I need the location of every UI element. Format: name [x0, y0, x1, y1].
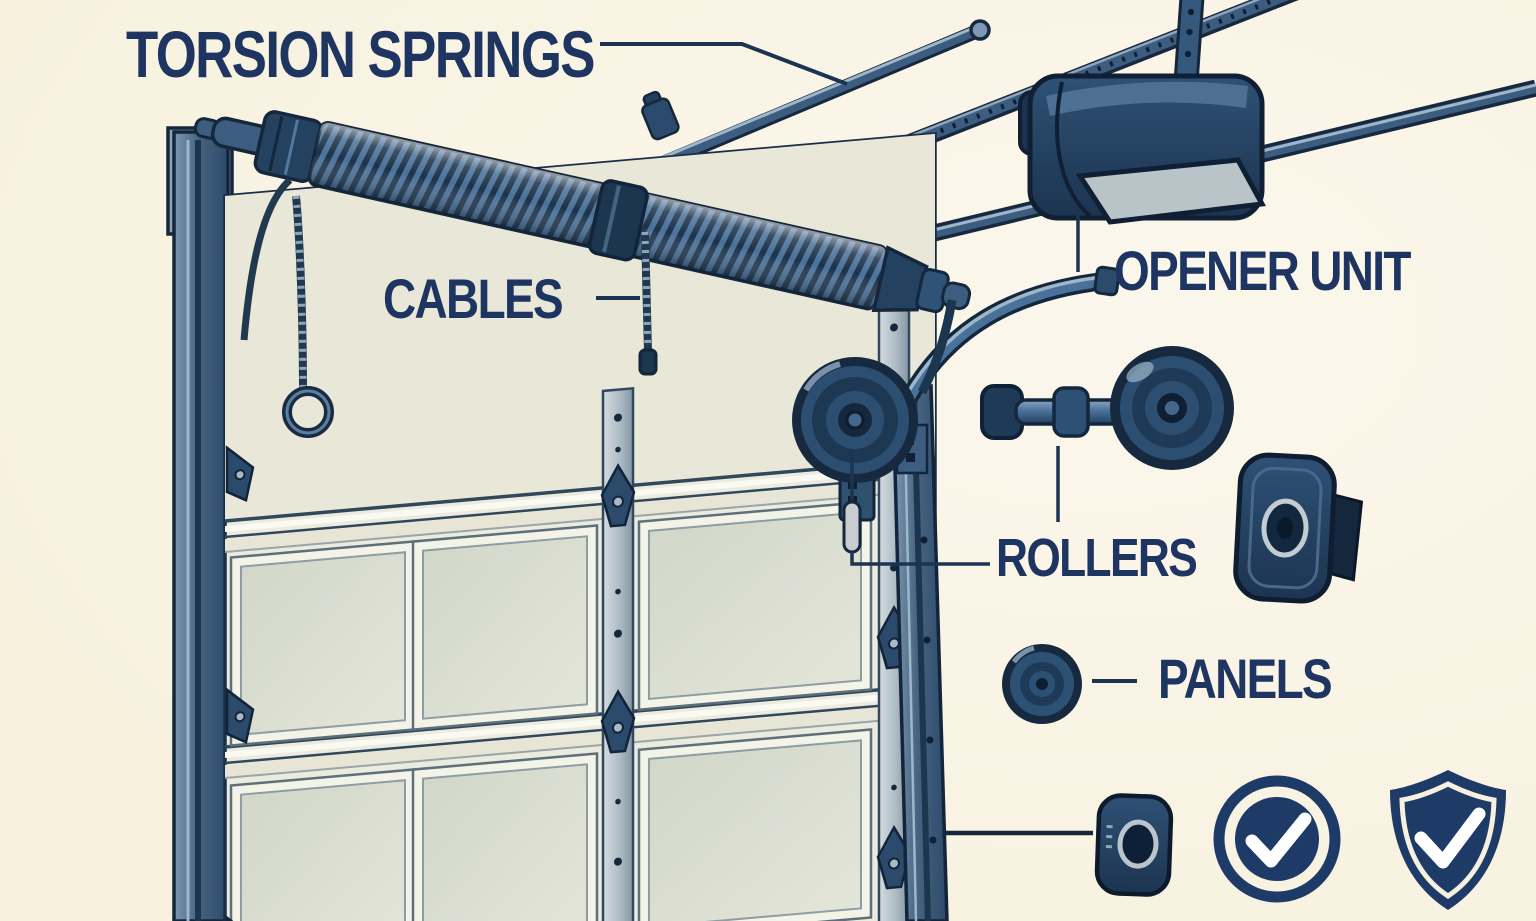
roller-wheel-face [1002, 644, 1137, 724]
rail-collar [641, 90, 680, 141]
rollers-leader-line [842, 450, 990, 566]
label-rollers: ROLLERS [996, 528, 1198, 588]
label-cables: CABLES [383, 267, 564, 330]
lift-cable-right [638, 231, 658, 376]
shield-check-icon [1390, 770, 1506, 910]
lift-cable-left [240, 177, 334, 438]
right-track [891, 265, 1121, 921]
winding-cone-right [871, 245, 929, 313]
opener-unit [1018, 73, 1266, 272]
bracket-device [1233, 452, 1364, 604]
center-cone [587, 179, 649, 262]
torsion-spring [193, 110, 972, 314]
label-opener-unit: OPENER UNIT [1114, 239, 1411, 302]
hinge [600, 689, 636, 754]
door-roller [792, 357, 918, 522]
spring-end-arm [918, 299, 957, 395]
roller-with-stem [980, 346, 1234, 522]
panel-seam [225, 457, 935, 553]
label-torsion-springs: TORSION SPRINGS [126, 17, 596, 91]
left-track [166, 126, 234, 921]
curved-track [901, 265, 1121, 403]
torsion-springs-leader-line [600, 42, 848, 86]
door-panel-row [229, 500, 873, 747]
hinge [600, 463, 636, 528]
center-stile [600, 386, 636, 921]
door-panel-row [229, 728, 873, 921]
panel-seam [225, 683, 935, 779]
cable-fitting [638, 348, 658, 376]
left-edge-hinges [225, 445, 255, 921]
wall-button [943, 793, 1174, 897]
opener-light-lens [1075, 157, 1266, 225]
label-panels: PANELS [1158, 647, 1333, 710]
check-circle-icon [1213, 775, 1341, 903]
